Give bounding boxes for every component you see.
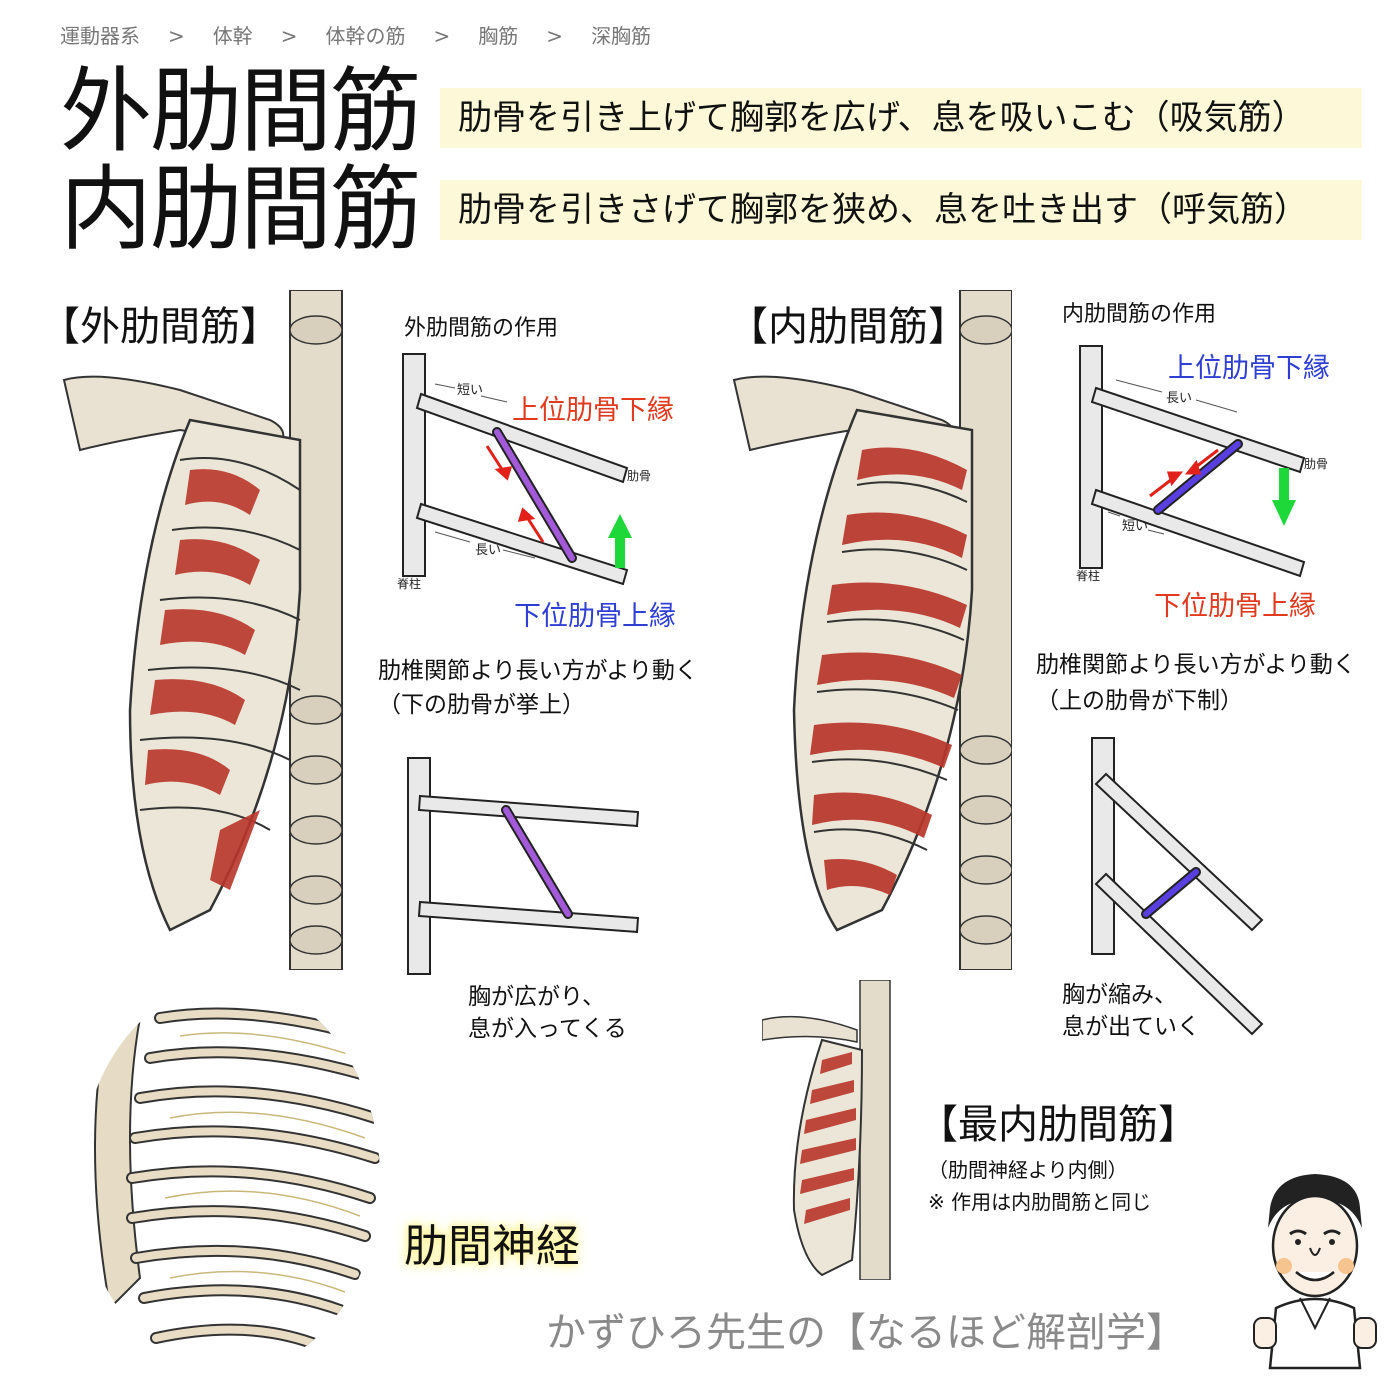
external-note-line2: （下の肋骨が挙上） [378,692,585,718]
innermost-muscle-strips [800,1052,856,1224]
upper-rib-bar [417,794,640,828]
lower-rib-bar [417,900,640,934]
scapula-shape [94,1006,142,1311]
internal-result-diagram [1091,737,1264,1036]
breadcrumb-separator: > [280,24,298,48]
spine-label: 脊柱 [1076,568,1100,583]
upper-rib-bar [1090,386,1306,474]
heading-internal-section: 【内肋間筋】 [728,304,968,350]
doctor-avatar [1253,1174,1377,1370]
spine-bar [407,757,431,975]
breadcrumb-item[interactable]: 胸筋 [478,24,519,48]
intercostal-nerve-label: 肋間神経 [404,1221,580,1272]
illustration-rib-cage-nerves [80,983,380,1373]
rib-label: 肋骨 [627,468,651,483]
external-muscle-bar [503,807,571,917]
illustration-innermost-intercostal [762,980,891,1280]
external-muscle-strips [145,469,260,890]
internal-muscle-bar [1155,441,1241,513]
breadcrumb-separator: > [433,24,451,48]
contraction-arrows [1149,448,1219,498]
internal-note-line1: 肋椎関節より長い方がより動く [1036,652,1356,678]
lower-rib-bar [1090,488,1306,578]
short-label: 短い [457,383,483,398]
description-external: 肋骨を引き上げて胸郭を広げ、息を吸いこむ（吸気筋） [440,88,1362,148]
description-internal: 肋骨を引きさげて胸郭を狭め、息を吐き出す（呼気筋） [440,180,1362,240]
title-internal-intercostal: 内肋間筋 [60,156,422,263]
lift-arrow [608,514,632,568]
breadcrumb-separator: > [168,24,185,48]
internal-note-line2: （上の肋骨が下制） [1036,688,1243,714]
heading-external-section: 【外肋間筋】 [40,304,280,350]
contraction-arrows [485,445,545,543]
internal-muscle-strips [810,447,967,895]
upper-rib-bar [415,392,629,484]
thorax-outline [128,418,302,932]
internal-muscle-bar [1143,869,1199,917]
intercostal-nerve-lines [164,1032,366,1293]
illustration-internal-intercostal [732,290,1012,970]
short-label: 短い [1122,519,1148,534]
spine-bar [402,353,426,577]
spine-bar [1091,737,1115,955]
lower-rib-upper-edge-label: 下位肋骨上縁 [1154,591,1316,622]
breadcrumb-item[interactable]: 深胸筋 [591,24,652,48]
heading-innermost-section: 【最内肋間筋】 [918,1102,1198,1148]
upper-rib-lower-edge-label: 上位肋骨下縁 [1168,353,1330,384]
long-label: 長い [1166,391,1192,406]
breadcrumb-item[interactable]: 体幹 [212,24,253,48]
spine-column [289,290,343,970]
depress-arrow [1272,468,1296,526]
internal-result-line1: 胸が縮み、 [1062,982,1177,1008]
external-muscle-bar [494,429,575,561]
internal-result-line2: 息が出ていく [1062,1014,1200,1040]
external-action-diagram: 短い 長い 肋骨 脊柱 [397,353,651,591]
breadcrumb-separator: > [546,24,564,48]
external-result-diagram [407,757,640,975]
internal-action-title: 内肋間筋の作用 [1062,302,1217,327]
external-result-line2: 息が入ってくる [468,1016,627,1042]
long-label: 長い [475,543,501,558]
innermost-line2: ※ 作用は内肋間筋と同じ [928,1190,1152,1214]
external-action-title: 外肋間筋の作用 [404,316,559,341]
lower-rib-bar [415,502,629,586]
external-result-line1: 胸が広がり、 [468,984,606,1010]
internal-action-diagram: 長い 短い 肋骨 脊柱 [1076,345,1328,583]
spine-column [859,980,891,1280]
illustration-external-intercostal [62,290,343,970]
spine-bar [1079,345,1103,569]
upper-rib-lower-edge-label: 上位肋骨下縁 [512,395,674,426]
external-note-line1: 肋椎関節より長い方がより動く [378,658,698,684]
lower-rib-upper-edge-label: 下位肋骨上縁 [514,601,676,632]
breadcrumb-item[interactable]: 運動器系 [60,24,140,48]
lower-rib-bar [1094,872,1264,1036]
title-external-intercostal: 外肋間筋 [60,58,422,165]
upper-rib-bar [1094,772,1264,932]
breadcrumb: 運動器系 > 体幹 > 体幹の筋 > 胸筋 > 深胸筋 [60,20,651,49]
breadcrumb-item[interactable]: 体幹の筋 [325,24,406,48]
footer-credit: かずひろ先生の【なるほど解剖学】 [546,1310,1186,1356]
rib-label: 肋骨 [1304,456,1328,471]
innermost-line1: （肋間神経より内側） [928,1158,1128,1182]
spine-label: 脊柱 [397,576,421,591]
